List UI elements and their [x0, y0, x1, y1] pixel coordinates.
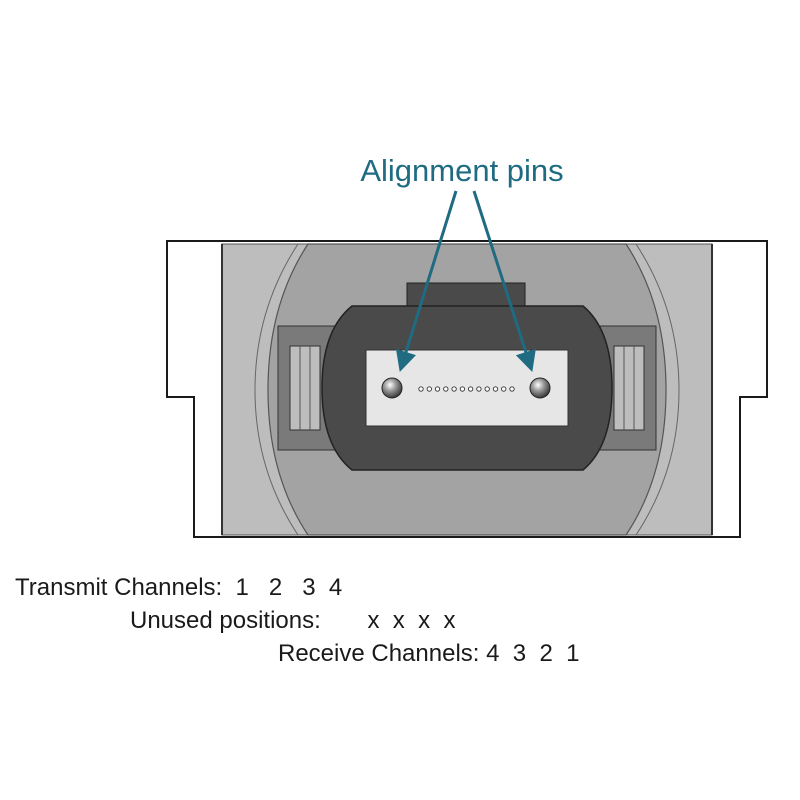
fiber-position-12: [509, 386, 515, 392]
fiber-position-1: [418, 386, 424, 392]
fiber-positions: [418, 386, 515, 392]
callout-arrow-left: [395, 190, 458, 373]
legend-receive-label: Receive Channels:: [278, 640, 480, 667]
legend-receive-values: 4 3 2 1: [486, 640, 580, 667]
fiber-position-4: [443, 386, 449, 392]
legend-transmit-label: Transmit Channels:: [15, 574, 223, 601]
fiber-position-6: [459, 386, 466, 392]
fiber-position-9: [484, 386, 490, 392]
callout-arrow-right: [472, 190, 536, 372]
fiber-position-7: [467, 386, 474, 392]
fiber-position-3: [434, 386, 441, 392]
fiber-position-2: [426, 386, 432, 392]
callout-label: Alignment pins: [360, 153, 563, 188]
fiber-position-5: [451, 386, 457, 392]
fiber-position-8: [476, 386, 482, 392]
legend-receive-line: Receive Channels: 4 3 2 1: [278, 640, 580, 668]
fiber-position-11: [501, 386, 507, 392]
alignment-pin-left: [381, 377, 403, 399]
legend-transmit-line: Transmit Channels: 1 2 3 4: [15, 574, 342, 602]
fiber-position-10: [492, 386, 499, 392]
legend-unused-line: Unused positions: x x x x: [130, 607, 455, 635]
legend-unused-label: Unused positions:: [130, 607, 321, 634]
legend-unused-values: x x x x: [367, 607, 456, 634]
alignment-pin-right: [529, 377, 551, 399]
legend-transmit-values: 1 2 3 4: [235, 574, 343, 601]
